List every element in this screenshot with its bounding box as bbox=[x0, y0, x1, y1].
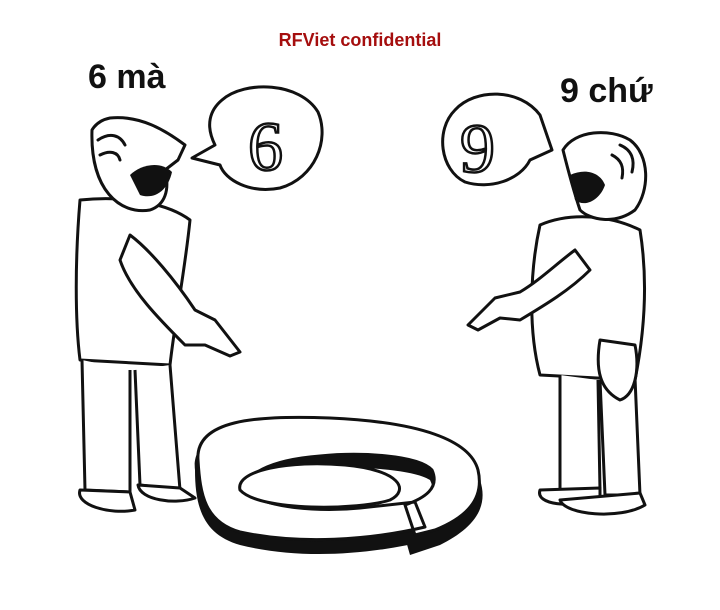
left-man bbox=[74, 116, 242, 513]
right-bubble-digit: 9 bbox=[460, 111, 495, 188]
watermark-text: RFViet confidential bbox=[278, 30, 442, 50]
left-speech-bubble: 6 bbox=[190, 85, 324, 191]
right-man bbox=[466, 131, 648, 516]
left-caption: 6 mà bbox=[88, 58, 166, 96]
left-bubble-digit: 6 bbox=[248, 109, 283, 186]
right-caption: 9 chứ bbox=[560, 72, 653, 110]
floor-number-shape bbox=[194, 415, 483, 555]
right-speech-bubble: 9 bbox=[441, 92, 554, 189]
